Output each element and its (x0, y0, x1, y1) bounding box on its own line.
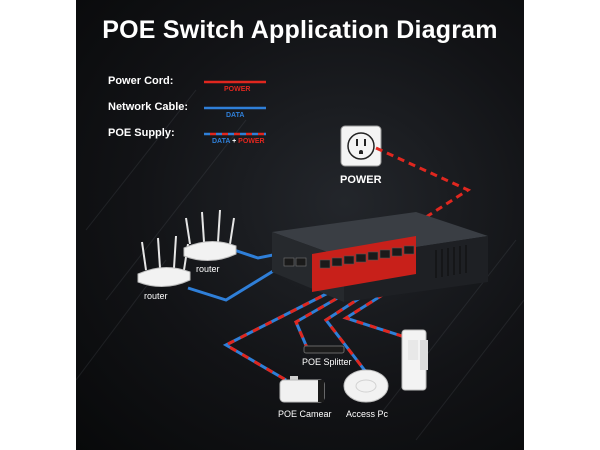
legend-poe-plus: + (232, 138, 237, 145)
background-streaks (76, 89, 524, 441)
power-outlet-label: POWER (340, 174, 382, 186)
poe-splitter-label: POE Splitter (302, 357, 352, 367)
router-1-icon (137, 235, 191, 287)
power-outlet-icon (340, 125, 382, 167)
diagram-graphics (76, 80, 524, 441)
poe-splitter-icon (303, 345, 345, 354)
outdoor-access-point-icon (401, 329, 428, 391)
poe-cable-camera (222, 288, 335, 382)
switch-vents (435, 245, 467, 278)
router-2-icon (183, 209, 237, 261)
poe-camera-label: POE Camear (278, 409, 332, 419)
poe-cable-splitter (294, 290, 349, 351)
poe-switch (272, 212, 488, 302)
diagram-title: POE Switch Application Diagram (102, 16, 498, 44)
legend-network-cable-label: Network Cable: (108, 101, 189, 113)
switch-ports (319, 245, 415, 269)
legend-poe-tag: DATA + POWER (212, 138, 265, 145)
legend-poe-supply-label: POE Supply: (108, 127, 175, 139)
poe-cable-access-point (323, 292, 368, 373)
legend-power-cord-label: Power Cord: (108, 75, 174, 87)
access-point-label: Access Pc (346, 409, 389, 419)
router-1-label: router (144, 291, 168, 301)
access-point-icon (343, 369, 389, 403)
network-cable-router-1 (187, 260, 289, 302)
switch-uplink-ports (283, 257, 307, 267)
poe-cable-ap-tower (342, 292, 415, 342)
router-2-label: router (196, 264, 220, 274)
legend-data-tag: DATA (226, 112, 245, 119)
poe-camera-icon (279, 376, 325, 403)
legend-poe-power-tag: POWER (238, 138, 265, 145)
legend-power-tag: POWER (224, 86, 251, 93)
diagram-canvas: POE Switch Application Diagram Power Cor… (76, 0, 524, 450)
legend-poe-data-tag: DATA (212, 138, 231, 145)
